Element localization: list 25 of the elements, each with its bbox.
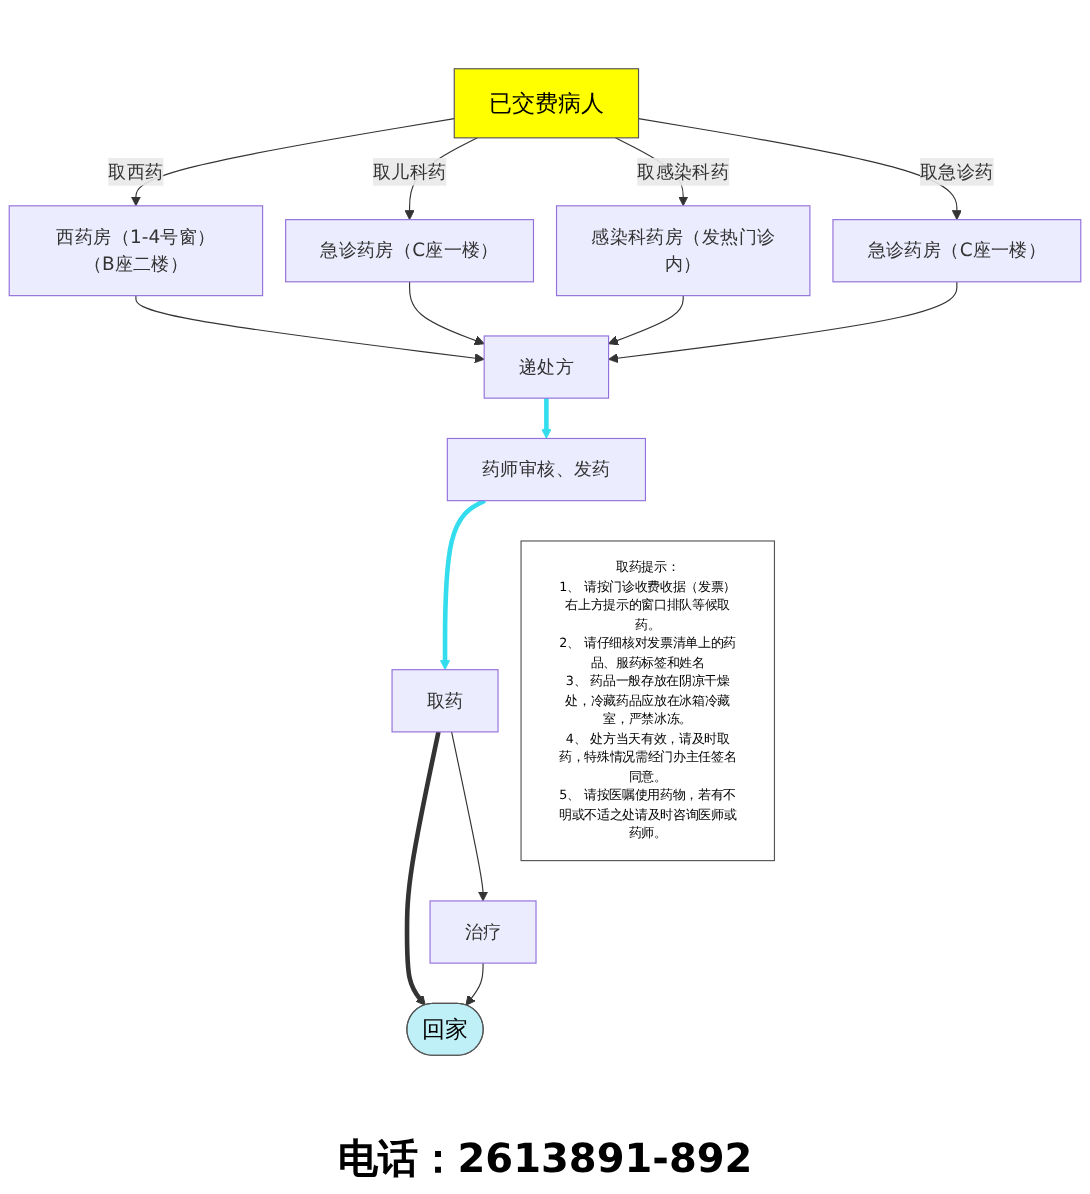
- node-box: 治疗: [429, 900, 537, 964]
- node-box: 西药房（1-4号窗）（B座二楼）: [8, 205, 264, 297]
- arrow: [130, 118, 455, 207]
- edge-label: 取急诊药: [920, 160, 994, 183]
- arrow: [465, 962, 484, 1006]
- arrow: [439, 498, 486, 671]
- edge-label: 取儿科药: [372, 160, 447, 183]
- node-box: 已交费病人: [453, 68, 640, 139]
- node-box: 取药: [391, 669, 499, 733]
- arrow: [451, 731, 489, 902]
- arrow: [409, 281, 485, 346]
- arrow: [541, 398, 552, 439]
- arrow: [608, 295, 684, 346]
- node-box: 急诊药房（C座一楼）: [832, 219, 1082, 283]
- node-box: 药师审核、发药: [446, 437, 647, 502]
- arrow: [608, 281, 958, 364]
- phone-number: 电话：2613891-892: [337, 1132, 753, 1186]
- edge-label: 取西药: [108, 160, 164, 183]
- edge-label: 取感染科药: [637, 160, 730, 183]
- arrow: [135, 295, 485, 364]
- arrow: [637, 118, 962, 221]
- arrow: [404, 731, 441, 1006]
- node-box: 递处方: [483, 335, 610, 399]
- node-box: 急诊药房（C座一楼）: [285, 219, 535, 283]
- node-box: 感染科药房（发热门诊内）: [555, 205, 811, 297]
